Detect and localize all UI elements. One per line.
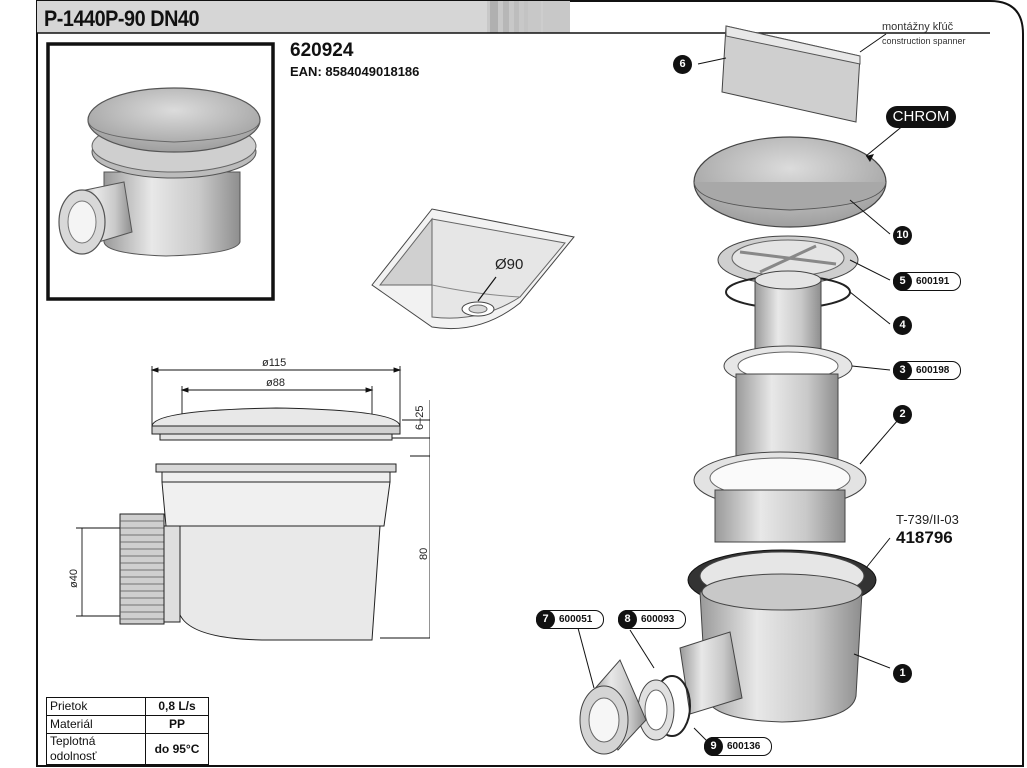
spec-table: Prietok 0,8 L/s Materiál PP Teplotná odo… bbox=[46, 697, 209, 765]
product-code: 620924 bbox=[290, 40, 354, 61]
part-marker-5: 5 600191 bbox=[893, 272, 961, 291]
spanner-label-sk: montážny kľúč bbox=[882, 21, 954, 33]
dim-d88: ø88 bbox=[266, 377, 285, 389]
part-code-5: 600191 bbox=[916, 276, 950, 287]
section-drawing bbox=[76, 366, 430, 641]
part-marker-2: 2 bbox=[893, 405, 912, 424]
part-code-8: 600093 bbox=[641, 614, 675, 625]
spec-label: Teplotná odolnosť bbox=[46, 733, 146, 765]
part-code-3: 600198 bbox=[916, 365, 950, 376]
cutout-diameter: Ø90 bbox=[495, 256, 524, 273]
spec-value: do 95°C bbox=[145, 733, 209, 765]
part-code-7: 600051 bbox=[559, 614, 593, 625]
part-number-3: 3 bbox=[893, 361, 912, 380]
spec-value: 0,8 L/s bbox=[145, 697, 209, 716]
part-code-9: 600136 bbox=[727, 741, 761, 752]
norm-code: 418796 bbox=[896, 528, 953, 547]
floor-cutout-drawing bbox=[371, 208, 575, 330]
part-marker-4: 4 bbox=[893, 316, 912, 335]
spanner-label-en: construction spanner bbox=[882, 36, 966, 46]
product-photo bbox=[46, 42, 275, 301]
part-number-5: 5 bbox=[893, 272, 912, 291]
spec-label: Prietok bbox=[46, 697, 146, 716]
ean-code: EAN: 8584049018186 bbox=[290, 64, 420, 79]
part-number-7: 7 bbox=[536, 610, 555, 629]
part-number-9: 9 bbox=[704, 737, 723, 756]
spec-row: Prietok 0,8 L/s bbox=[46, 697, 209, 716]
part-marker-9: 9 600136 bbox=[704, 737, 772, 756]
part-marker-1: 1 bbox=[893, 664, 912, 683]
spec-value: PP bbox=[145, 715, 209, 734]
dim-d115: ø115 bbox=[262, 357, 287, 369]
norm-reference: T-739/II-03 bbox=[896, 512, 959, 527]
part-marker-6: 6 bbox=[673, 55, 692, 74]
part-number-8: 8 bbox=[618, 610, 637, 629]
spec-row: Materiál PP bbox=[46, 715, 209, 734]
dim-height: 80 bbox=[418, 547, 430, 560]
finish-badge: CHROM bbox=[886, 106, 956, 128]
product-title: P-1440P-90 DN40 bbox=[44, 6, 200, 31]
exploded-view bbox=[577, 25, 911, 755]
spec-label: Materiál bbox=[46, 715, 146, 734]
part-marker-10: 10 bbox=[893, 226, 912, 245]
part-marker-7: 7 600051 bbox=[536, 610, 604, 629]
part-marker-3: 3 600198 bbox=[893, 361, 961, 380]
spec-row: Teplotná odolnosť do 95°C bbox=[46, 733, 209, 765]
dim-range: 6–25 bbox=[414, 405, 426, 430]
part-marker-8: 8 600093 bbox=[618, 610, 686, 629]
dim-d40: ø40 bbox=[68, 569, 80, 588]
